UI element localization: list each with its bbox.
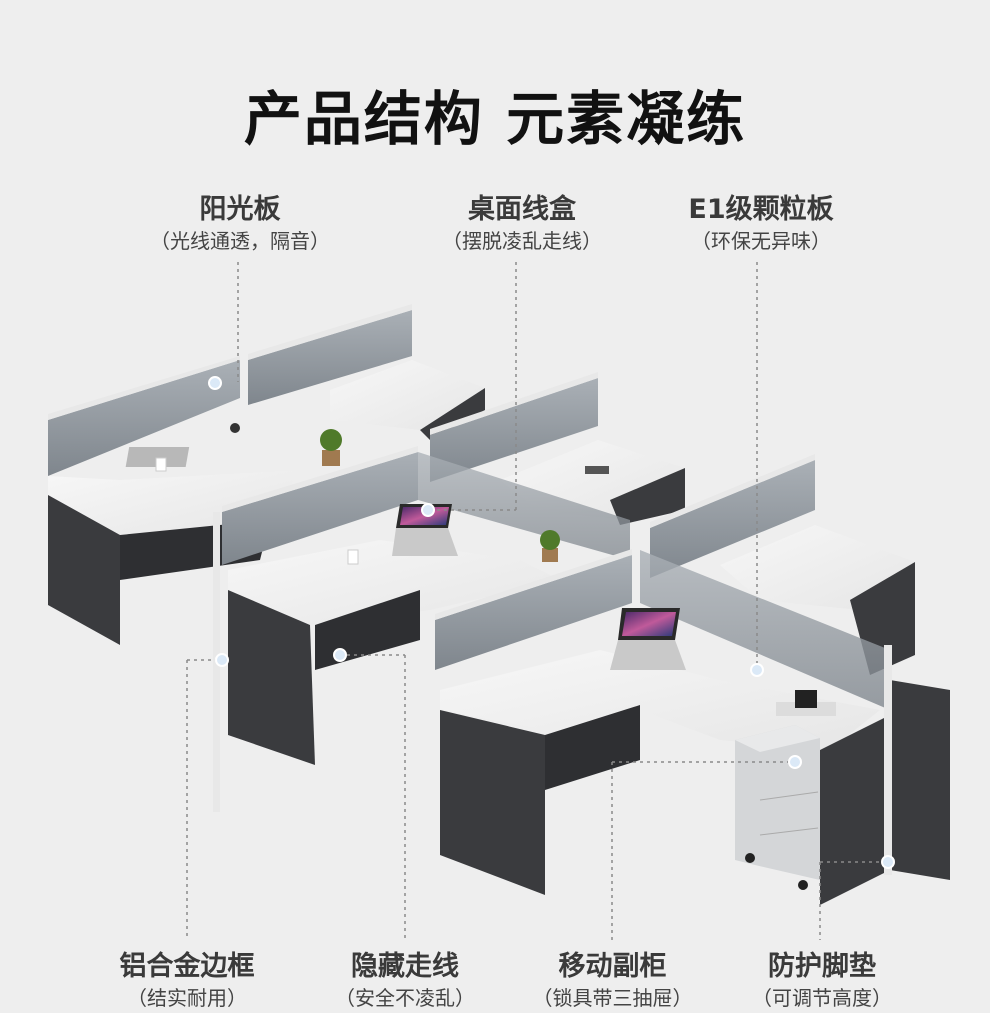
marker-dots [208,376,895,869]
mobile-pedestal [735,725,820,890]
callout-desc: （可调节高度） [752,986,892,1010]
page-title: 产品结构 元素凝练 [243,85,747,153]
callout-name: 隐藏走线 [351,951,459,982]
callout-protective-feet: 防护脚垫 （可调节高度） [732,950,912,1012]
desk-back-top [248,304,485,440]
callout-aluminum-frame: 铝合金边框 （结实耐用） [92,950,282,1012]
callout-name: E1级颗粒板 [688,194,834,225]
callout-name: 移动副柜 [558,951,667,982]
callout-desk-cable-box: 桌面线盒 （摆脱凌乱走线） [412,193,632,255]
plant [540,530,560,562]
desk-center [222,446,630,765]
callout-desc: （摆脱凌乱走线） [442,229,602,253]
plant [320,429,342,466]
callout-desc: （安全不凌乱） [335,986,475,1010]
callout-desc: （锁具带三抽屉） [532,986,693,1010]
callout-e1-board: E1级颗粒板 （环保无异味） [656,193,866,255]
callout-name: 铝合金边框 [119,951,255,982]
callout-desc: （结实耐用） [127,986,247,1010]
callout-hidden-wiring: 隐藏走线 （安全不凌乱） [320,950,490,1012]
callout-name: 阳光板 [199,194,281,225]
desk-front [435,549,950,905]
callout-mobile-pedestal: 移动副柜 （锁具带三抽屉） [515,950,710,1012]
callout-name: 桌面线盒 [468,194,576,225]
callout-name: 防护脚垫 [768,951,876,982]
callout-sunlight-panel: 阳光板 （光线通透，隔音） [140,193,340,255]
callout-desc: （光线通透，隔音） [150,229,330,253]
callout-desc: （环保无异味） [691,229,831,253]
desk-back-right [430,372,685,525]
leader-lines [186,262,888,940]
aluminum-frame-post [884,645,892,875]
